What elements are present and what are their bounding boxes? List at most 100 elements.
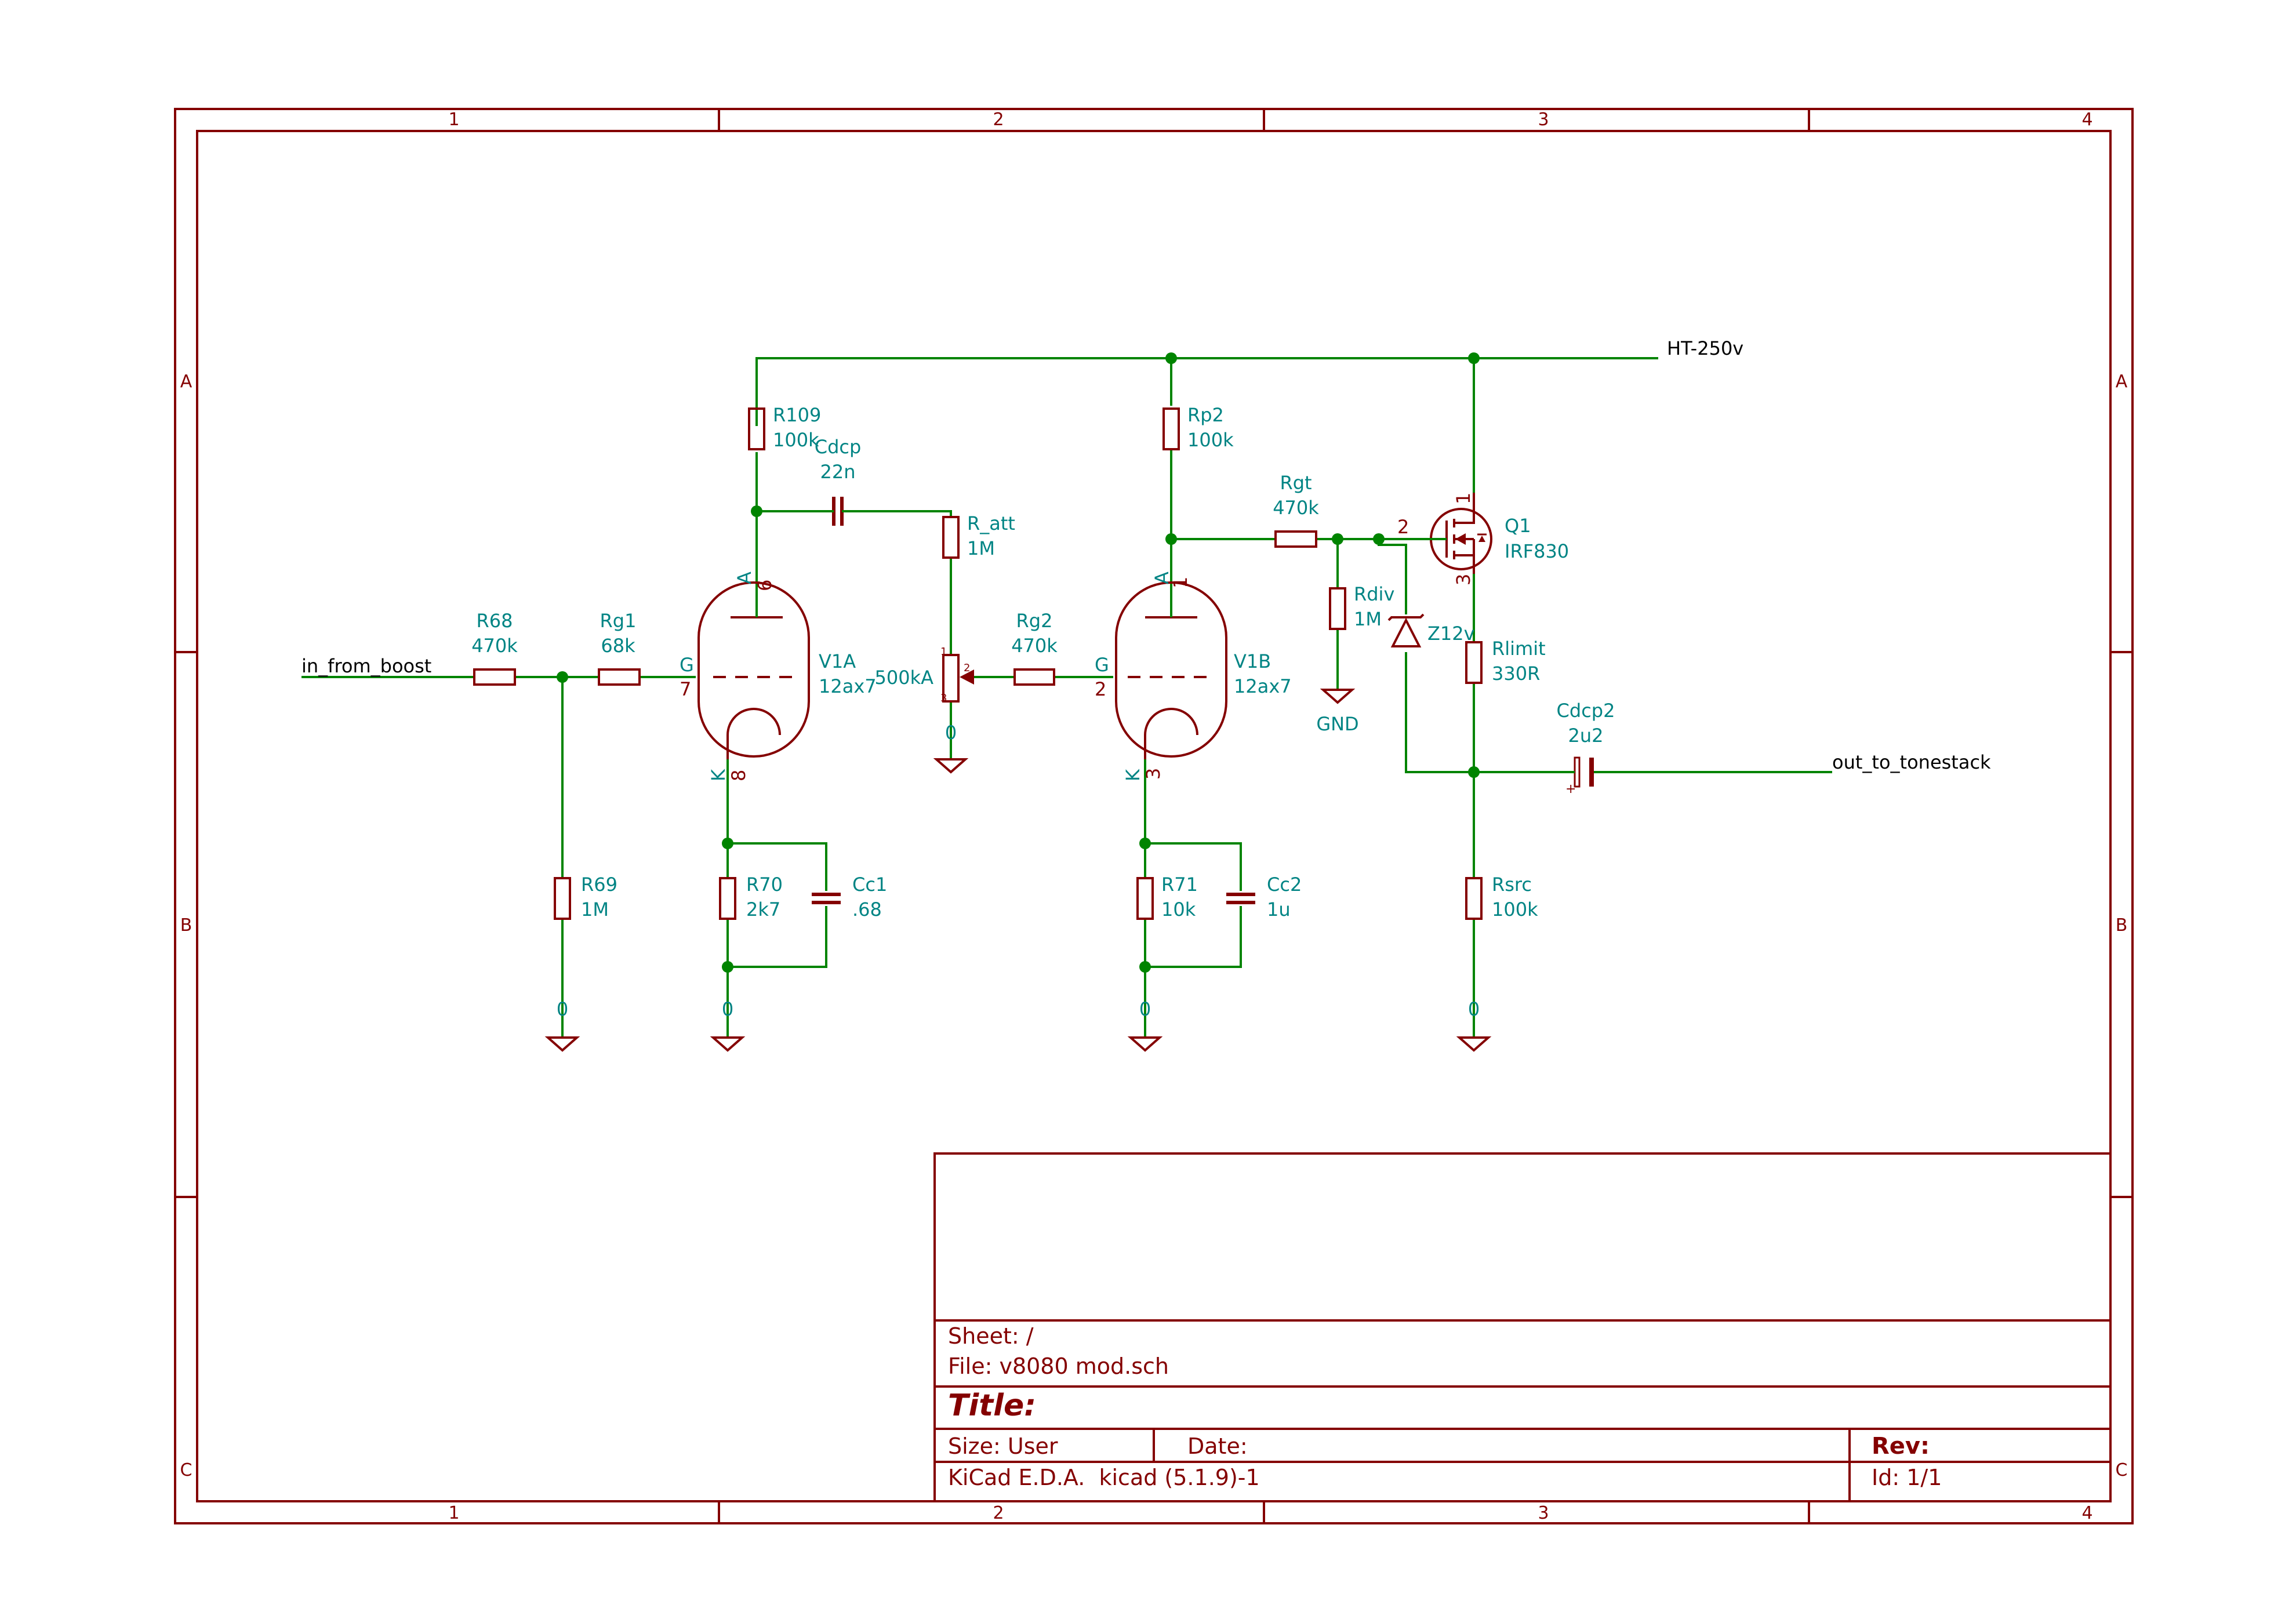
ground-gnd-rdiv: GND bbox=[1316, 689, 1359, 735]
rg2-ref: Rg2 bbox=[1016, 610, 1053, 632]
cc2-ref: Cc2 bbox=[1267, 874, 1302, 896]
sheet-border: 1 2 3 4 1 2 3 4 A B C A B C bbox=[174, 108, 2134, 1524]
row-label-left-c: C bbox=[180, 1460, 192, 1480]
q1-ref: Q1 bbox=[1505, 515, 1531, 537]
rg1-ref: Rg1 bbox=[600, 610, 637, 632]
ground-zero-r70: 0 bbox=[710, 998, 746, 1052]
v1a-pin-cathode-num: 8 bbox=[728, 770, 750, 781]
zero-label-pot: 0 bbox=[945, 722, 957, 744]
r109-ref: R109 bbox=[773, 404, 821, 426]
resistor-rgt[interactable]: Rgt 470k bbox=[1273, 472, 1319, 548]
rdiv-value: 1M bbox=[1354, 608, 1382, 630]
r70-value: 2k7 bbox=[746, 898, 780, 920]
z12v-ref: Z12v bbox=[1427, 623, 1475, 645]
ground-zero-r69: 0 bbox=[544, 998, 580, 1052]
zero-label-r71: 0 bbox=[1139, 998, 1151, 1020]
capacitor-cdcp2[interactable]: + Cdcp2 2u2 bbox=[1557, 700, 1615, 796]
r109-value: 100k bbox=[773, 429, 819, 451]
resistor-rdiv[interactable]: Rdiv 1M bbox=[1329, 583, 1394, 630]
r69-value: 1M bbox=[581, 898, 609, 920]
r71-value: 10k bbox=[1161, 898, 1196, 920]
rgt-ref: Rgt bbox=[1280, 472, 1312, 494]
row-label-right-c: C bbox=[2116, 1460, 2128, 1480]
resistor-rlimit[interactable]: Rlimit 330R bbox=[1465, 638, 1546, 685]
pot-value: 500kA bbox=[875, 667, 934, 689]
resistor-rg1[interactable]: Rg1 68k bbox=[598, 610, 641, 686]
cdcp-ref: Cdcp bbox=[815, 436, 862, 458]
row-label-right-b: B bbox=[2116, 915, 2128, 936]
capacitor-cdcp[interactable]: Cdcp 22n bbox=[815, 436, 862, 526]
col-label-top-3: 3 bbox=[1538, 110, 1549, 130]
v1b-value: 12ax7 bbox=[1234, 675, 1292, 697]
cc2-value: 1u bbox=[1267, 898, 1291, 920]
v1a-pin-cathode-label: K bbox=[707, 769, 729, 781]
resistor-r68[interactable]: R68 470k bbox=[471, 610, 518, 686]
rsrc-ref: Rsrc bbox=[1492, 874, 1532, 896]
tube-v1a[interactable]: V1A 12ax7 A 6 G 7 K 8 bbox=[680, 572, 877, 781]
v1b-pin-cathode-num: 3 bbox=[1142, 768, 1164, 780]
cdcp-value: 22n bbox=[820, 461, 856, 483]
rp2-value: 100k bbox=[1187, 429, 1234, 451]
resistor-r109[interactable]: R109 100k bbox=[748, 404, 821, 451]
q1-pin-source: 3 bbox=[1452, 574, 1474, 585]
tube-v1b[interactable]: V1B 12ax7 A 1 G 2 K 3 bbox=[1095, 572, 1292, 781]
col-label-top-1: 1 bbox=[448, 110, 459, 130]
capacitor-cc1[interactable]: Cc1 .68 bbox=[812, 874, 887, 920]
cc1-value: .68 bbox=[852, 898, 882, 920]
pot-pin1: 1 bbox=[940, 646, 947, 658]
rgt-value: 470k bbox=[1273, 497, 1319, 519]
resistor-rsrc[interactable]: Rsrc 100k bbox=[1465, 874, 1538, 920]
zero-label-r70: 0 bbox=[722, 998, 733, 1020]
mosfet-q1[interactable]: Q1 IRF830 2 1 3 bbox=[1397, 493, 1569, 585]
col-label-bottom-2: 2 bbox=[993, 1503, 1004, 1523]
tb-date: Date: bbox=[1187, 1433, 1248, 1459]
col-label-top-2: 2 bbox=[993, 110, 1004, 130]
row-label-right-a: A bbox=[2116, 372, 2128, 392]
zero-label-r69: 0 bbox=[557, 998, 568, 1020]
col-label-top-4: 4 bbox=[2081, 110, 2092, 130]
capacitor-cc2[interactable]: Cc2 1u bbox=[1226, 874, 1302, 920]
rp2-ref: Rp2 bbox=[1187, 404, 1224, 426]
v1b-pin-grid-label: G bbox=[1095, 654, 1109, 676]
potentiometer-500ka[interactable]: 500kA 1 2 3 bbox=[875, 646, 975, 704]
row-label-left-a: A bbox=[180, 372, 192, 392]
r-att-value: 1M bbox=[967, 537, 995, 559]
col-label-bottom-4: 4 bbox=[2081, 1503, 2092, 1523]
resistor-r70[interactable]: R70 2k7 bbox=[719, 874, 783, 920]
rsrc-value: 100k bbox=[1492, 898, 1538, 920]
v1a-ref: V1A bbox=[819, 650, 856, 672]
resistor-rg2[interactable]: Rg2 470k bbox=[1011, 610, 1058, 686]
net-label-input: in_from_boost bbox=[301, 655, 431, 677]
rlimit-value: 330R bbox=[1492, 663, 1540, 685]
r-att-ref: R_att bbox=[967, 512, 1015, 534]
tb-sheet: Sheet: / bbox=[948, 1323, 1034, 1349]
v1a-value: 12ax7 bbox=[819, 675, 877, 697]
v1a-pin-grid-num: 7 bbox=[680, 678, 691, 700]
cc1-ref: Cc1 bbox=[852, 874, 887, 896]
resistor-r69[interactable]: R69 1M bbox=[554, 874, 617, 920]
r68-value: 470k bbox=[471, 635, 518, 657]
v1b-pin-grid-num: 2 bbox=[1095, 678, 1106, 700]
pot-pin3: 3 bbox=[940, 692, 947, 704]
ground-zero-r71: 0 bbox=[1127, 998, 1163, 1052]
v1b-pin-anode-label: A bbox=[1151, 572, 1173, 584]
wires bbox=[301, 357, 1832, 1038]
resistor-rp2[interactable]: Rp2 100k bbox=[1162, 404, 1234, 451]
resistor-r-att[interactable]: R_att 1M bbox=[942, 512, 1015, 559]
zener-z12v[interactable]: Z12v bbox=[1387, 613, 1475, 647]
net-label-output: out_to_tonestack bbox=[1832, 751, 1991, 773]
cdcp2-value: 2u2 bbox=[1568, 725, 1604, 747]
col-label-bottom-3: 3 bbox=[1538, 1503, 1549, 1523]
gnd-label: GND bbox=[1316, 713, 1358, 735]
net-label-ht: HT-250v bbox=[1667, 337, 1743, 359]
ground-zero-pot: 0 bbox=[933, 722, 969, 774]
q1-value: IRF830 bbox=[1505, 540, 1569, 562]
tb-title: Title: bbox=[948, 1388, 1036, 1423]
cdcp2-ref: Cdcp2 bbox=[1557, 700, 1615, 722]
v1b-ref: V1B bbox=[1234, 650, 1271, 672]
resistor-r71[interactable]: R71 10k bbox=[1136, 874, 1198, 920]
v1a-pin-anode-num: 6 bbox=[754, 580, 776, 591]
title-block: Sheet: / File: v8080 mod.sch Title: Size… bbox=[933, 1152, 2112, 1502]
cdcp2-plus: + bbox=[1565, 782, 1576, 796]
